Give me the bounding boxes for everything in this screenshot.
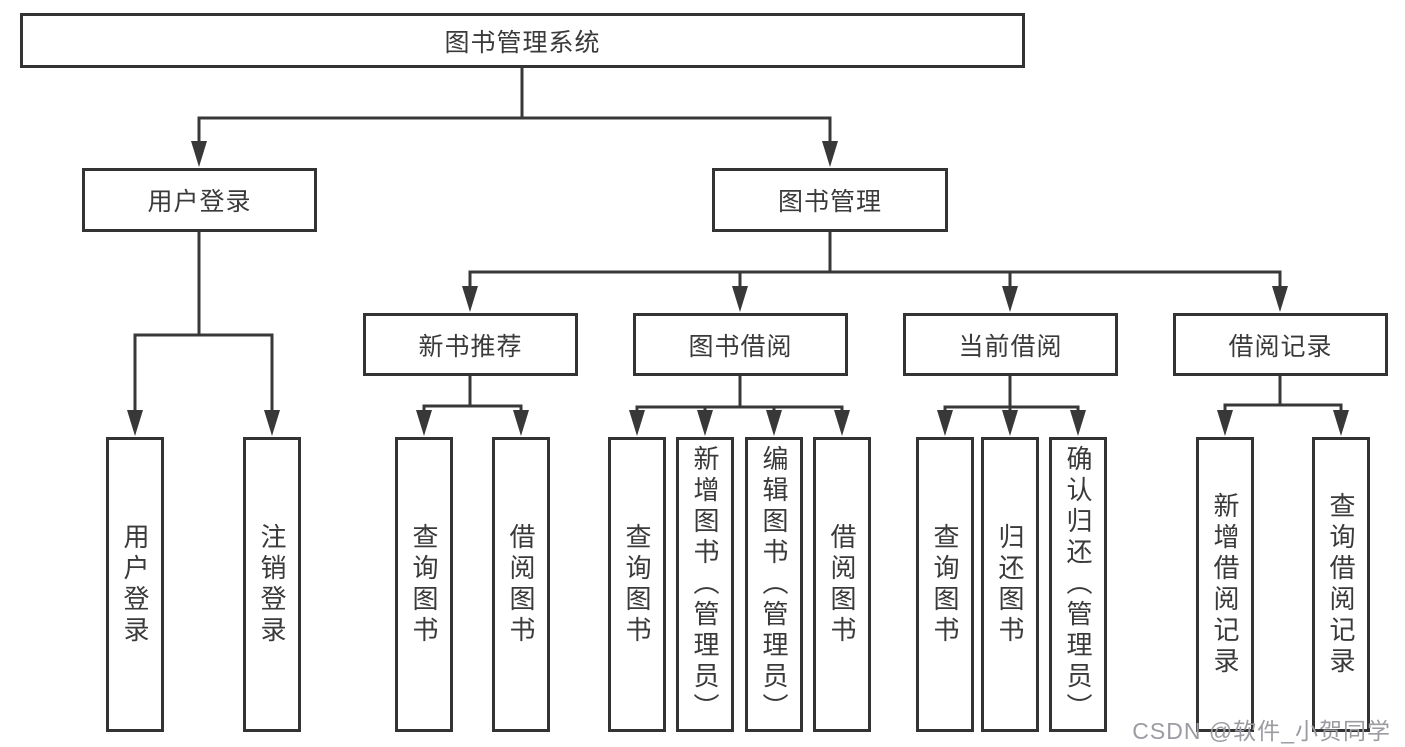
node-user-login: 用户登录 [82, 168, 317, 232]
leaf-bb-query-books: 查询图书 [608, 437, 666, 732]
leaf-cb-return-books: 归还图书 [981, 437, 1039, 732]
arrowhead-icons [127, 141, 1349, 436]
node-borrow-records: 借阅记录 [1173, 313, 1388, 376]
node-book-management: 图书管理 [712, 168, 948, 232]
leaf-nb-query-books: 查询图书 [395, 437, 453, 732]
leaf-bb-add-books-admin: 新增图书（管理员） [676, 437, 734, 732]
leaf-cb-confirm-return-admin: 确认归还（管理员） [1049, 437, 1107, 732]
node-root-system: 图书管理系统 [20, 13, 1025, 68]
leaf-br-query-record: 查询借阅记录 [1312, 437, 1370, 732]
leaf-br-add-record: 新增借阅记录 [1196, 437, 1254, 732]
leaf-logout: 注销登录 [243, 437, 301, 732]
csdn-watermark: CSDN @软件_小贺同学 [1132, 718, 1391, 744]
leaf-bb-edit-books-admin: 编辑图书（管理员） [745, 437, 803, 732]
node-current-borrow: 当前借阅 [903, 313, 1118, 376]
leaf-nb-borrow-books: 借阅图书 [492, 437, 550, 732]
node-new-book-recommend: 新书推荐 [363, 313, 578, 376]
node-book-borrow: 图书借阅 [633, 313, 848, 376]
leaf-cb-query-books: 查询图书 [916, 437, 974, 732]
leaf-user-login: 用户登录 [106, 437, 164, 732]
leaf-bb-borrow-books: 借阅图书 [813, 437, 871, 732]
